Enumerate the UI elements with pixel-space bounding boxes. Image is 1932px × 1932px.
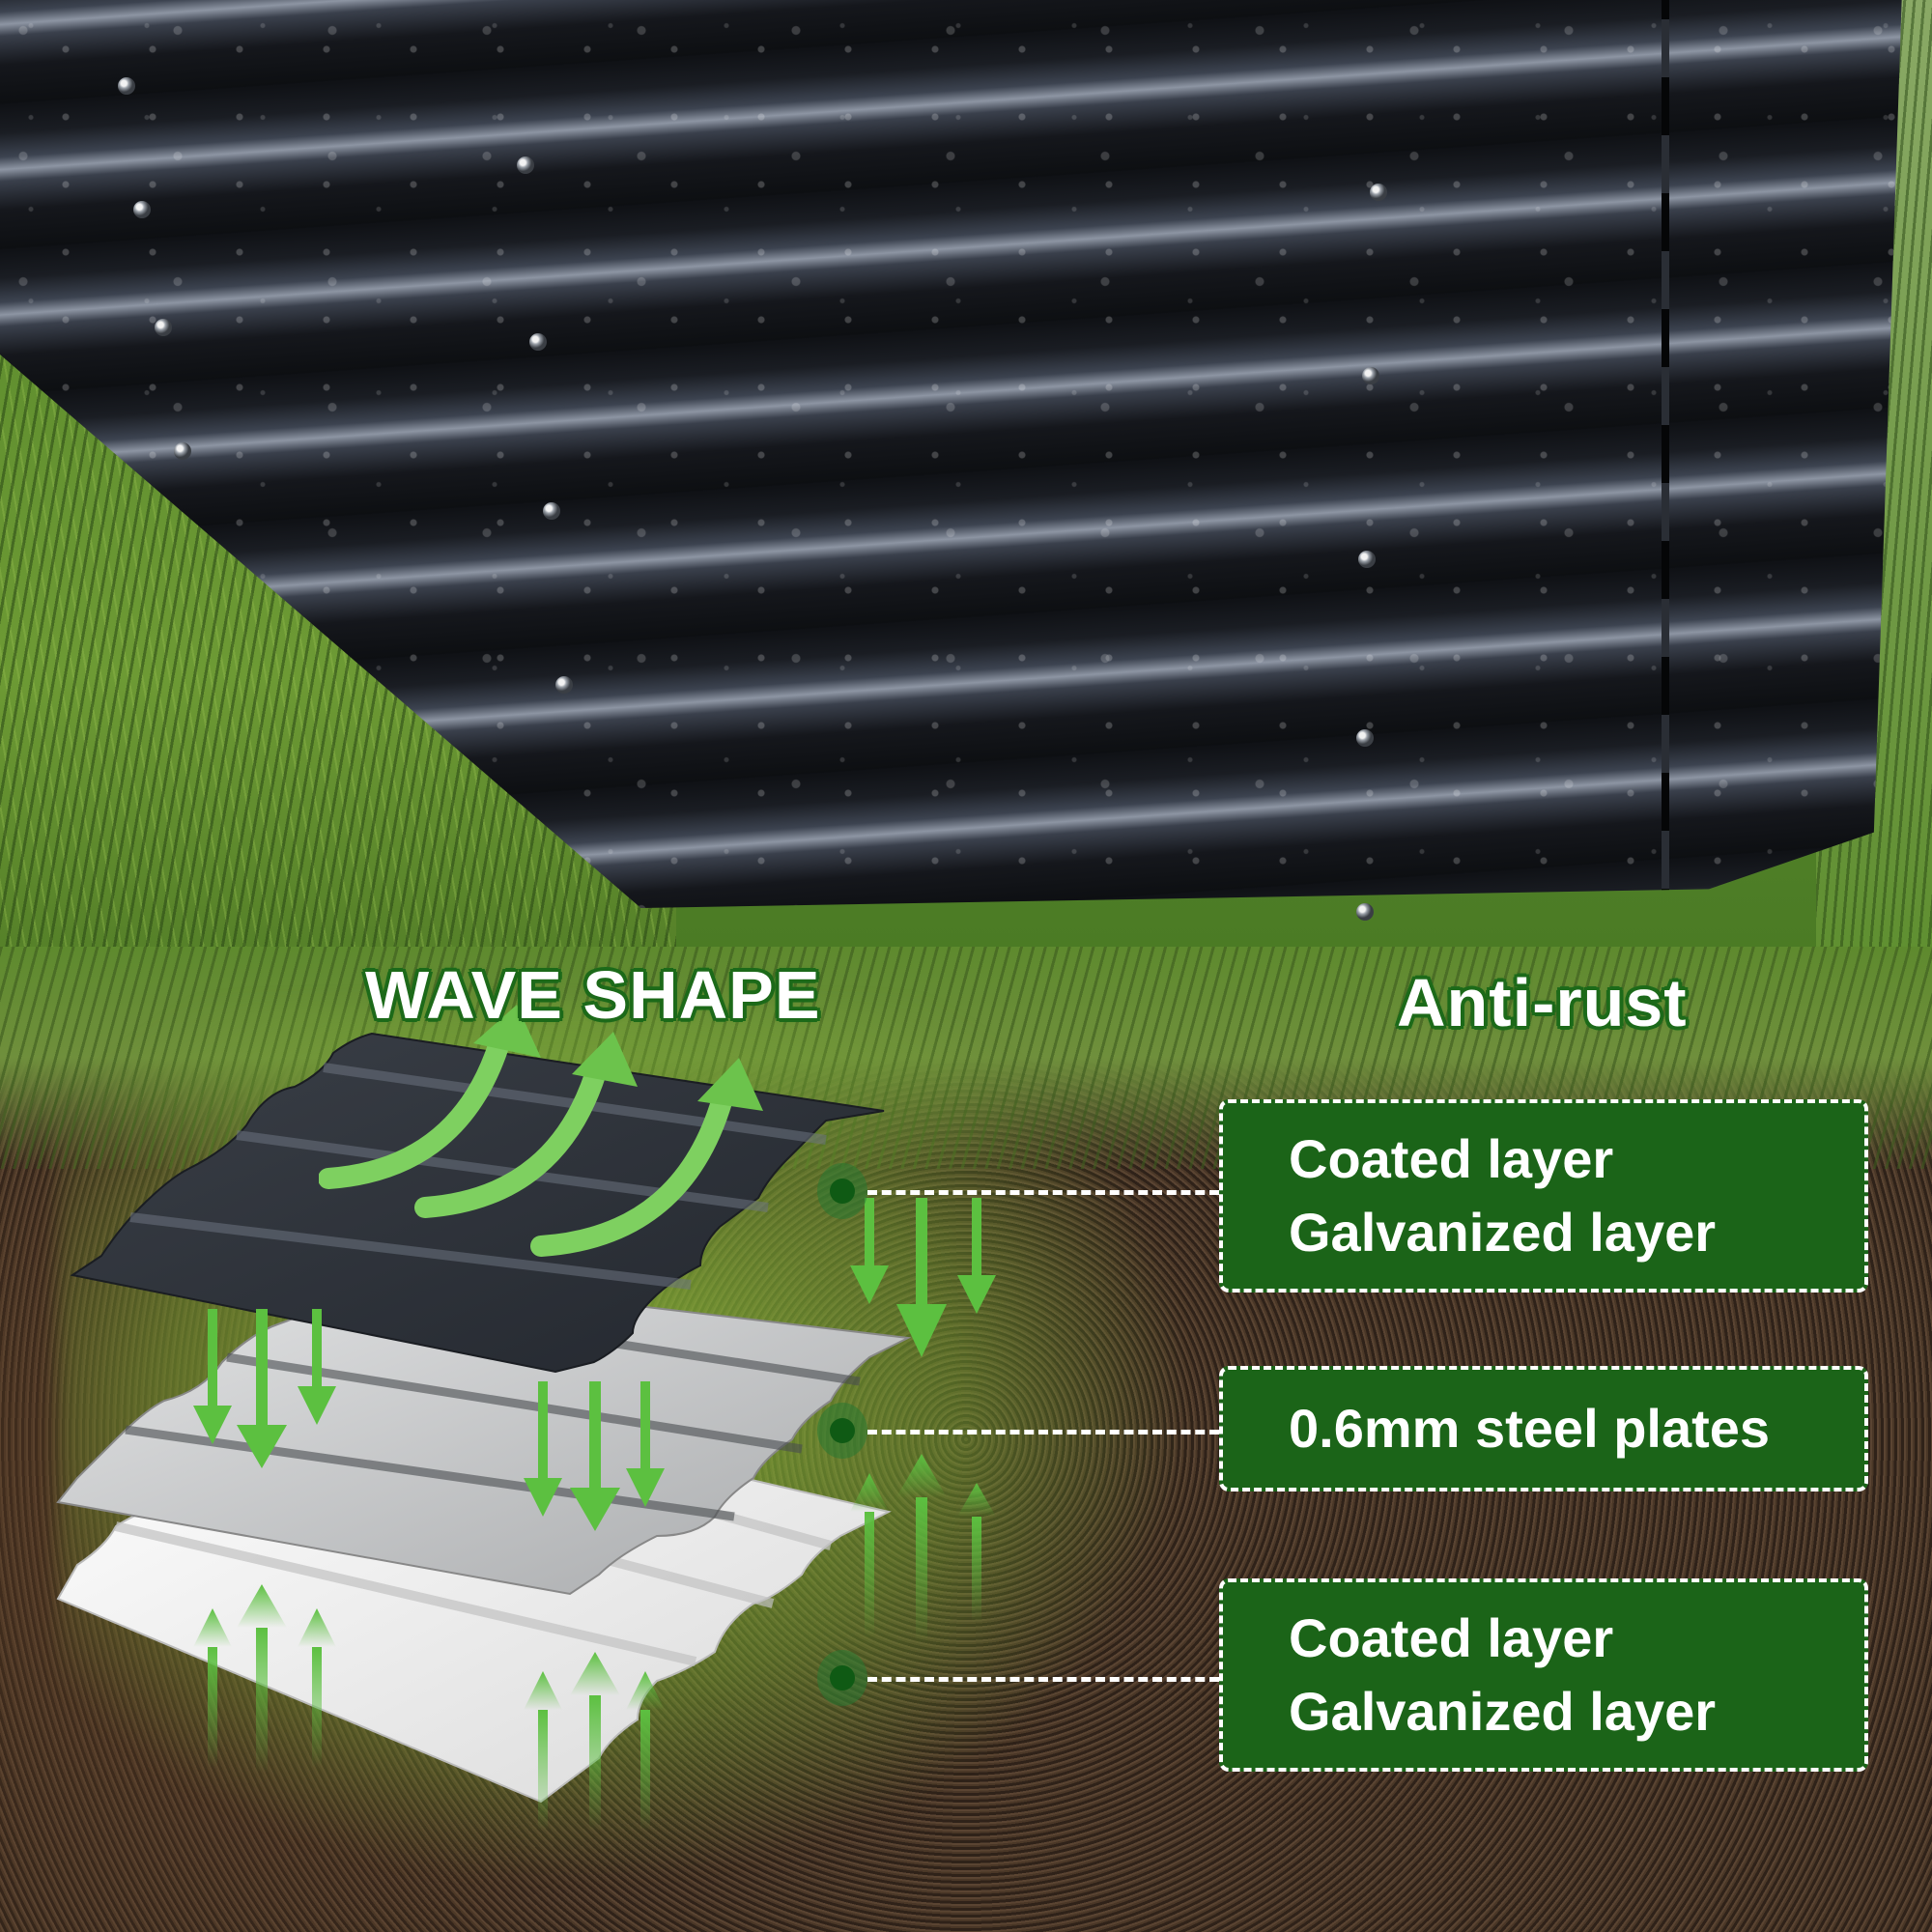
down-arrows-icon — [522, 1381, 676, 1541]
up-arrows-icon — [850, 1454, 1005, 1652]
callout-dot-middle — [817, 1403, 867, 1459]
leader-line-middle — [867, 1430, 1219, 1435]
down-arrows-icon — [188, 1309, 343, 1478]
leader-line-bottom — [867, 1677, 1219, 1682]
bolt-icon — [543, 502, 560, 520]
product-photo — [0, 0, 1932, 966]
panel-seam — [1662, 0, 1669, 908]
callout-label-middle: 0.6mm steel plates — [1219, 1366, 1868, 1492]
label-line: Coated layer — [1289, 1607, 1614, 1668]
down-arrows-icon — [850, 1198, 1005, 1377]
bolt-icon — [155, 319, 172, 336]
callout-label-bottom: Coated layer Galvanized layer — [1219, 1578, 1868, 1772]
bolt-icon — [529, 333, 547, 351]
bolt-icon — [555, 676, 573, 694]
anti-rust-heading: Anti-rust — [1397, 965, 1688, 1040]
bolt-icon — [174, 442, 191, 460]
curved-arrow-icon — [318, 1005, 821, 1299]
callout-dot-top — [817, 1163, 867, 1219]
bolt-icon — [133, 201, 151, 218]
wave-shape-heading: WAVE SHAPE — [365, 957, 821, 1033]
label-line: Coated layer — [1289, 1128, 1614, 1189]
bolt-icon — [1370, 184, 1387, 201]
bolt-icon — [517, 156, 534, 174]
label-line: Galvanized layer — [1289, 1202, 1717, 1263]
up-arrows-icon — [188, 1584, 343, 1782]
label-line: 0.6mm steel plates — [1289, 1398, 1771, 1459]
bolt-icon — [1358, 551, 1376, 568]
bolt-icon — [1362, 367, 1379, 384]
label-line: Galvanized layer — [1289, 1681, 1717, 1742]
up-arrows-icon — [522, 1652, 676, 1840]
bolt-icon — [1356, 903, 1374, 921]
bolt-icon — [118, 77, 135, 95]
callout-dot-bottom — [817, 1650, 867, 1706]
leader-line-top — [867, 1190, 1219, 1195]
bolt-icon — [1356, 729, 1374, 747]
callout-label-top: Coated layer Galvanized layer — [1219, 1099, 1868, 1293]
